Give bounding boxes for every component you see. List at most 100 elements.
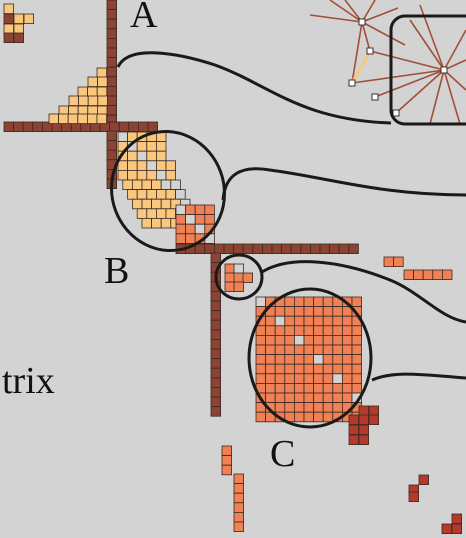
matrix-cell-orange [303,363,315,375]
matrix-cell-brown [210,386,222,398]
matrix-cell-darkred [368,414,380,426]
matrix-cell-orange [313,334,324,346]
matrix-cell-orange [351,382,363,394]
matrix-cell-brown [281,243,292,255]
matrix-cell-light [127,160,138,171]
matrix-cell-light [67,113,79,125]
matrix-cell-orange [332,315,343,327]
graph-node [366,47,374,55]
matrix-cell-orange [233,473,245,485]
graph-fragment [309,0,466,125]
matrix-cell-light [146,208,157,219]
graph-edge [443,69,461,125]
graph-edge [374,69,445,98]
matrix-cell-orange [303,306,315,317]
matrix-cell-orange [255,363,267,375]
matrix-cell-orange [313,363,324,375]
matrix-cell-orange [293,363,305,375]
label-b: B [104,250,129,292]
matrix-cell-orange [265,363,276,375]
matrix-cell-darkred [368,405,380,417]
matrix-cell-orange [293,402,305,413]
matrix-cell [3,23,15,35]
matrix-cell-orange [313,344,324,356]
matrix-cell-orange [293,382,305,394]
matrix-cell-orange [233,483,245,494]
matrix-cell-brown [348,243,359,255]
graph-edge [361,21,406,46]
matrix-cell-light [160,179,172,191]
matrix-cell-orange [313,382,324,394]
matrix-cell [3,32,15,44]
matrix-cell-orange [284,402,295,413]
matrix-cell-orange [303,334,315,346]
matrix-cell-light [127,189,138,200]
matrix-cell-orange [322,315,334,327]
matrix-cell-orange [284,325,295,336]
matrix-cell-light [155,189,167,200]
matrix-cell-orange [293,411,305,423]
matrix-cell-orange [175,233,187,244]
matrix-cell-orange [351,344,363,356]
matrix-cell-light [117,169,129,181]
matrix-cell-brown [213,243,225,255]
matrix-cell-orange [332,344,343,356]
matrix-cell-light [160,217,172,229]
matrix-cell-darkred [451,513,463,525]
graph-edge [361,7,399,23]
matrix-cell-orange [274,315,286,327]
matrix-cell-light [58,113,69,125]
label-a: A [130,0,158,36]
matrix-cell-light [136,150,148,162]
graph-edge [351,21,363,84]
matrix-cell-orange [322,373,334,384]
matrix-cell-brown [210,367,222,379]
matrix-cell-orange [322,354,334,365]
matrix-cell-light [96,86,108,98]
matrix-cell-darkred [358,434,370,446]
matrix-cell-brown [147,121,159,133]
matrix-cell-orange [265,344,276,356]
matrix-cell-orange [224,272,236,284]
graph-node [348,79,356,87]
matrix-cell-brown [118,121,130,133]
matrix-cell-orange [341,392,353,404]
matrix-cell-darkred [408,491,420,503]
matrix-cell-orange [242,272,254,284]
matrix-cell-brown [210,329,222,340]
matrix-cell-orange [303,382,315,394]
matrix-cell-orange [303,373,315,384]
graph-node [358,18,366,26]
matrix-cell-orange [274,402,286,413]
matrix-cell-brown [106,28,118,39]
matrix-cell-orange [255,354,267,365]
matrix-cell-brown [204,243,215,255]
matrix-cell-orange [313,315,324,327]
matrix-cell-orange [322,392,334,404]
matrix-cell-orange [274,325,286,336]
matrix-cell-light [160,198,172,210]
matrix-cell-brown [137,121,149,133]
matrix-cell-orange [233,502,245,513]
matrix-cell-orange [322,402,334,413]
matrix-cell-brown [210,358,222,369]
matrix-cell-orange [441,269,453,281]
matrix-cell-brown [210,252,222,264]
matrix-cell-light [136,189,148,200]
matrix-cell-orange [255,373,267,384]
matrix-cell [13,23,25,35]
matrix-cell-brown [300,243,311,255]
curve-a-to-box [116,51,392,125]
matrix-cell-orange [341,334,353,346]
matrix-cell-brown [338,243,350,255]
matrix-cell [13,32,25,44]
matrix-cell-orange [341,325,353,336]
matrix-cell-light [141,198,153,210]
matrix-cell-light [97,76,108,88]
matrix-cell-orange [265,373,276,384]
matrix-cell-orange [221,445,233,457]
matrix-cell-orange [233,272,245,284]
curve-b-to-right [221,167,466,201]
matrix-cell-orange [284,296,295,308]
matrix-cell-orange [351,363,363,375]
